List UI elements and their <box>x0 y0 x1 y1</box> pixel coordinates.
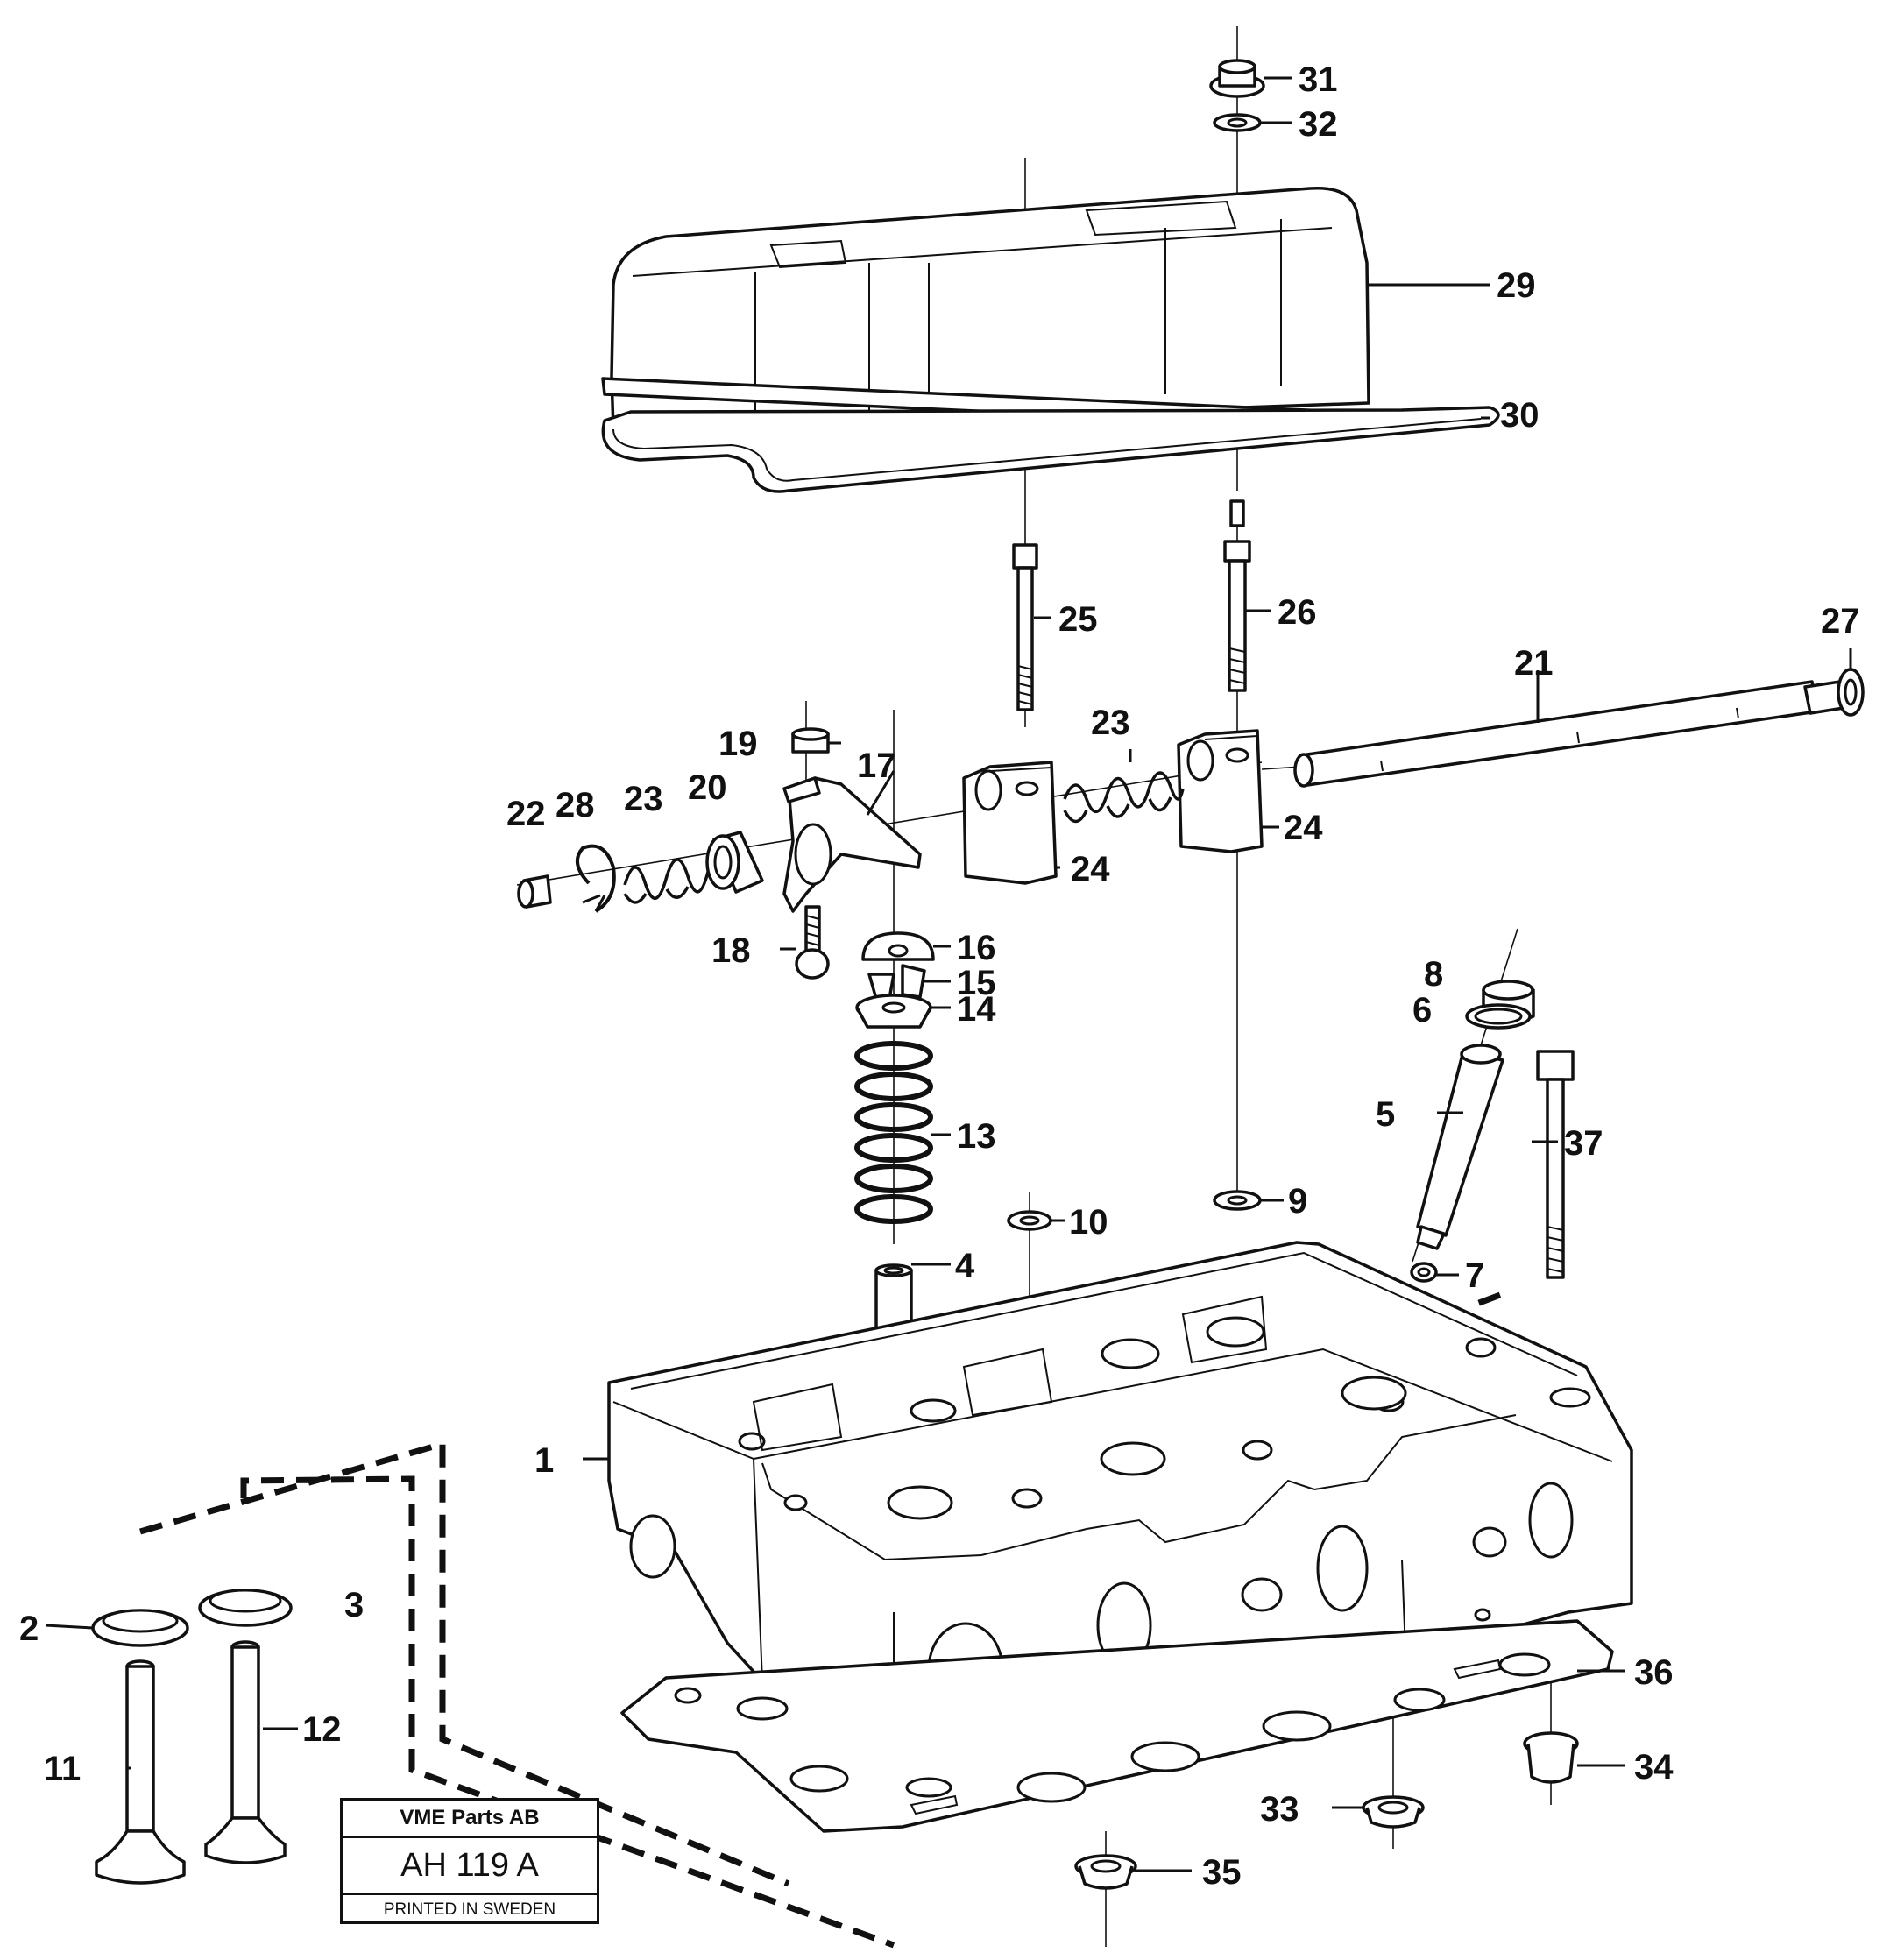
rocker-cover <box>601 186 1388 431</box>
callout-24b: 24 <box>1284 809 1323 847</box>
seal-ring-6 <box>1465 1003 1532 1030</box>
printed-note: PRINTED IN SWEDEN <box>383 1900 556 1919</box>
injector-sleeve-5 <box>1416 1044 1504 1250</box>
callout-21: 21 <box>1514 644 1554 683</box>
valve-seat-2 <box>91 1609 189 1647</box>
shaft-washer <box>1837 668 1865 717</box>
callout-35: 35 <box>1202 1853 1242 1892</box>
title-block: VME Parts AB AH 119 A PRINTED IN SWEDEN <box>340 1798 599 1924</box>
callout-9: 9 <box>1288 1182 1307 1221</box>
callout-24a: 24 <box>1071 850 1110 888</box>
callout-25: 25 <box>1058 600 1098 639</box>
callout-28: 28 <box>556 786 595 824</box>
leader-lines <box>45 76 1852 1872</box>
shaft-spring-right <box>1063 771 1185 824</box>
valve-cap-16 <box>861 931 935 961</box>
seal-33 <box>1362 1795 1425 1829</box>
valve-seat-3 <box>198 1589 293 1627</box>
callout-27: 27 <box>1821 602 1860 640</box>
callout-3: 3 <box>344 1586 364 1624</box>
callout-10: 10 <box>1069 1203 1108 1242</box>
callout-18: 18 <box>711 931 751 970</box>
drawing-number: AH 119 A <box>343 1838 597 1895</box>
callout-11: 11 <box>44 1750 81 1788</box>
callout-30: 30 <box>1500 396 1540 435</box>
callout-22: 22 <box>506 795 546 833</box>
rocker-bracket-left <box>962 761 1058 885</box>
callout-19: 19 <box>718 725 758 763</box>
rocker-shaft <box>1293 680 1845 788</box>
washer-10 <box>1007 1210 1052 1231</box>
callout-20: 20 <box>688 768 727 807</box>
callout-6: 6 <box>1412 991 1432 1030</box>
bolt-25 <box>1012 543 1038 711</box>
lock-nut <box>791 727 830 754</box>
callout-15: 15 <box>957 964 996 1002</box>
callout-32: 32 <box>1299 105 1338 144</box>
seal-34 <box>1523 1731 1579 1784</box>
callout-5: 5 <box>1376 1095 1395 1134</box>
cover-gasket <box>601 406 1500 493</box>
callout-1: 1 <box>534 1441 554 1480</box>
spring-retainer <box>855 994 932 1029</box>
callout-29: 29 <box>1497 266 1536 305</box>
stud-26 <box>1223 499 1251 692</box>
exhaust-valve-12 <box>204 1640 287 1864</box>
company-name: VME Parts AB <box>343 1801 597 1838</box>
adjusting-screw <box>795 905 830 980</box>
callout-26: 26 <box>1278 593 1317 632</box>
shaft-spring-left <box>623 858 710 904</box>
cover-washer <box>1213 113 1262 132</box>
washer-9 <box>1213 1190 1262 1211</box>
callout-7: 7 <box>1465 1256 1484 1295</box>
o-ring-7 <box>1410 1262 1438 1283</box>
head-gasket <box>620 1619 1614 1833</box>
callout-23b: 23 <box>1091 704 1130 742</box>
cover-nut <box>1209 59 1265 98</box>
circlip-28 <box>575 844 616 913</box>
rocker-bush <box>705 831 764 894</box>
rocker-arm <box>782 776 922 913</box>
callout-36: 36 <box>1634 1653 1674 1692</box>
callout-34: 34 <box>1634 1748 1674 1787</box>
callout-14: 14 <box>957 990 996 1029</box>
callout-8: 8 <box>1424 955 1443 994</box>
callout-12: 12 <box>302 1710 342 1749</box>
callout-31: 31 <box>1299 60 1338 99</box>
callout-13: 13 <box>957 1117 996 1156</box>
callout-37: 37 <box>1564 1124 1603 1163</box>
callout-16: 16 <box>957 929 996 967</box>
callout-33: 33 <box>1260 1790 1299 1829</box>
callout-4: 4 <box>955 1247 975 1285</box>
callout-2: 2 <box>19 1610 39 1648</box>
callout-17: 17 <box>857 746 896 785</box>
rocker-bracket-right <box>1177 729 1264 853</box>
seal-35 <box>1074 1854 1137 1890</box>
bolt-37 <box>1536 1050 1575 1279</box>
callout-labels: 1 2 3 4 5 6 7 8 9 10 11 12 13 14 15 16 1… <box>19 60 1860 1892</box>
plug-22 <box>517 874 552 909</box>
valve-spring <box>854 1041 933 1224</box>
callout-23a: 23 <box>624 780 663 818</box>
intake-valve-11 <box>95 1659 186 1885</box>
